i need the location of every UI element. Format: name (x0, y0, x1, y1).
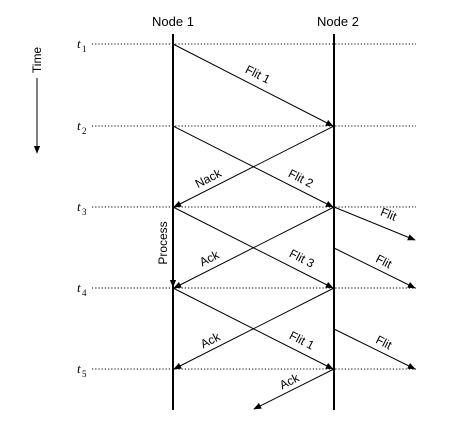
node-1-label: Node 1 (152, 14, 194, 29)
forward-flit-label: Flit (374, 333, 395, 353)
time-mark-label: t (77, 199, 81, 214)
time-mark-subscript: 5 (82, 369, 87, 379)
time-axis-label: Time (30, 47, 44, 74)
flit-1-label: Flit 1 (243, 62, 273, 86)
time-mark-label: t (77, 361, 81, 376)
time-mark-subscript: 1 (82, 44, 87, 54)
flit-2-label: Flit 2 (286, 166, 316, 190)
flit-1-arrow (172, 43, 334, 127)
ack-arrow (253, 368, 335, 410)
time-mark-label: t (77, 118, 81, 133)
time-mark-t5: t 5 (77, 361, 87, 379)
ack-label: Ack (277, 370, 302, 392)
ack-label: Ack (198, 329, 223, 351)
time-mark-subscript: 4 (82, 288, 87, 298)
time-mark-label: t (77, 36, 81, 51)
node-2-label: Node 2 (317, 14, 359, 29)
time-mark-label: t (77, 280, 81, 295)
time-mark-subscript: 3 (82, 207, 87, 217)
time-mark-subscript: 2 (82, 126, 87, 136)
forward-flit-arrow (333, 328, 416, 370)
forward-flit-arrow (333, 247, 416, 289)
forward-flit-arrow (333, 206, 416, 241)
time-mark-t2: t 2 (77, 118, 87, 136)
forward-flit-label: Flit (378, 205, 399, 224)
time-mark-t4: t 4 (77, 280, 87, 298)
flit-1-retransmit-label: Flit 1 (287, 328, 317, 352)
flit-1-retransmit-arrow (172, 287, 334, 370)
nack-label: Nack (193, 166, 225, 191)
flit-3-arrow (172, 206, 334, 289)
flit-2-arrow (172, 125, 334, 208)
time-mark-t1: t 1 (77, 36, 87, 54)
forward-flit-label: Flit (374, 252, 395, 272)
process-label: Process (156, 221, 170, 264)
time-mark-t3: t 3 (77, 199, 87, 217)
